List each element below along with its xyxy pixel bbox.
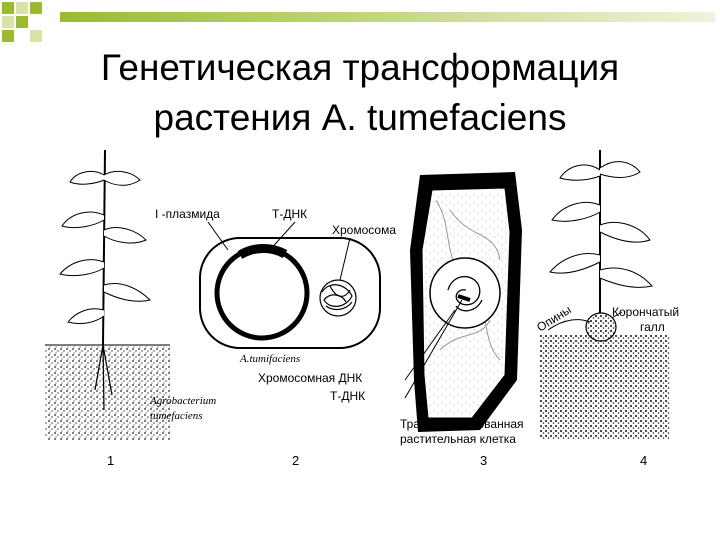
- panel1-caption-line2: tumefaciens: [150, 410, 203, 422]
- panel3-cell: [404, 172, 522, 432]
- panel3-number: 3: [480, 453, 487, 468]
- panel1-caption-line1: Agrobacterium: [149, 395, 216, 407]
- panel1-soil: [45, 345, 170, 440]
- crown-gall: [585, 312, 617, 342]
- tdna-segment: [237, 243, 288, 259]
- integrated-tdna: [457, 294, 471, 302]
- page-title-line2: растения A. tumefaciens: [153, 97, 567, 138]
- page-title-line1: Генетическая трансформация: [100, 47, 620, 88]
- corner-decoration: [2, 2, 42, 42]
- panel1-number: 1: [107, 453, 114, 468]
- label-chromosome: Хромосома: [332, 223, 396, 237]
- panel2-number: 2: [292, 453, 299, 468]
- panel3-caption-line2: растительная клетка: [400, 432, 516, 446]
- cell-nucleus: [429, 257, 501, 329]
- label-opines: Опины: [534, 303, 573, 335]
- panel4-number: 4: [640, 453, 647, 468]
- panel2-bacterium: [199, 221, 381, 349]
- panel2-caption: A.tumifaciens: [239, 353, 300, 365]
- label-chromosomal-dna: Хромосомная ДНК: [258, 371, 362, 385]
- header-gradient-bar: [60, 12, 715, 22]
- label-tdna-cell: Т-ДНК: [330, 389, 365, 403]
- ti-plasmid-ring: [214, 245, 310, 341]
- panel1-plant: [45, 149, 170, 440]
- panel4-plant: [540, 150, 670, 440]
- label-ti-plasmid: I -плазмида: [155, 207, 220, 221]
- chromosome-coil: [319, 279, 357, 317]
- panel3-caption-line1: Трансформированная: [400, 417, 524, 431]
- label-tdna-bacterium: Т-ДНК: [272, 207, 307, 221]
- panel4-soil: [540, 335, 670, 440]
- label-gall-line2: галл: [640, 320, 665, 334]
- label-gall-line1: Корончатый: [612, 305, 679, 319]
